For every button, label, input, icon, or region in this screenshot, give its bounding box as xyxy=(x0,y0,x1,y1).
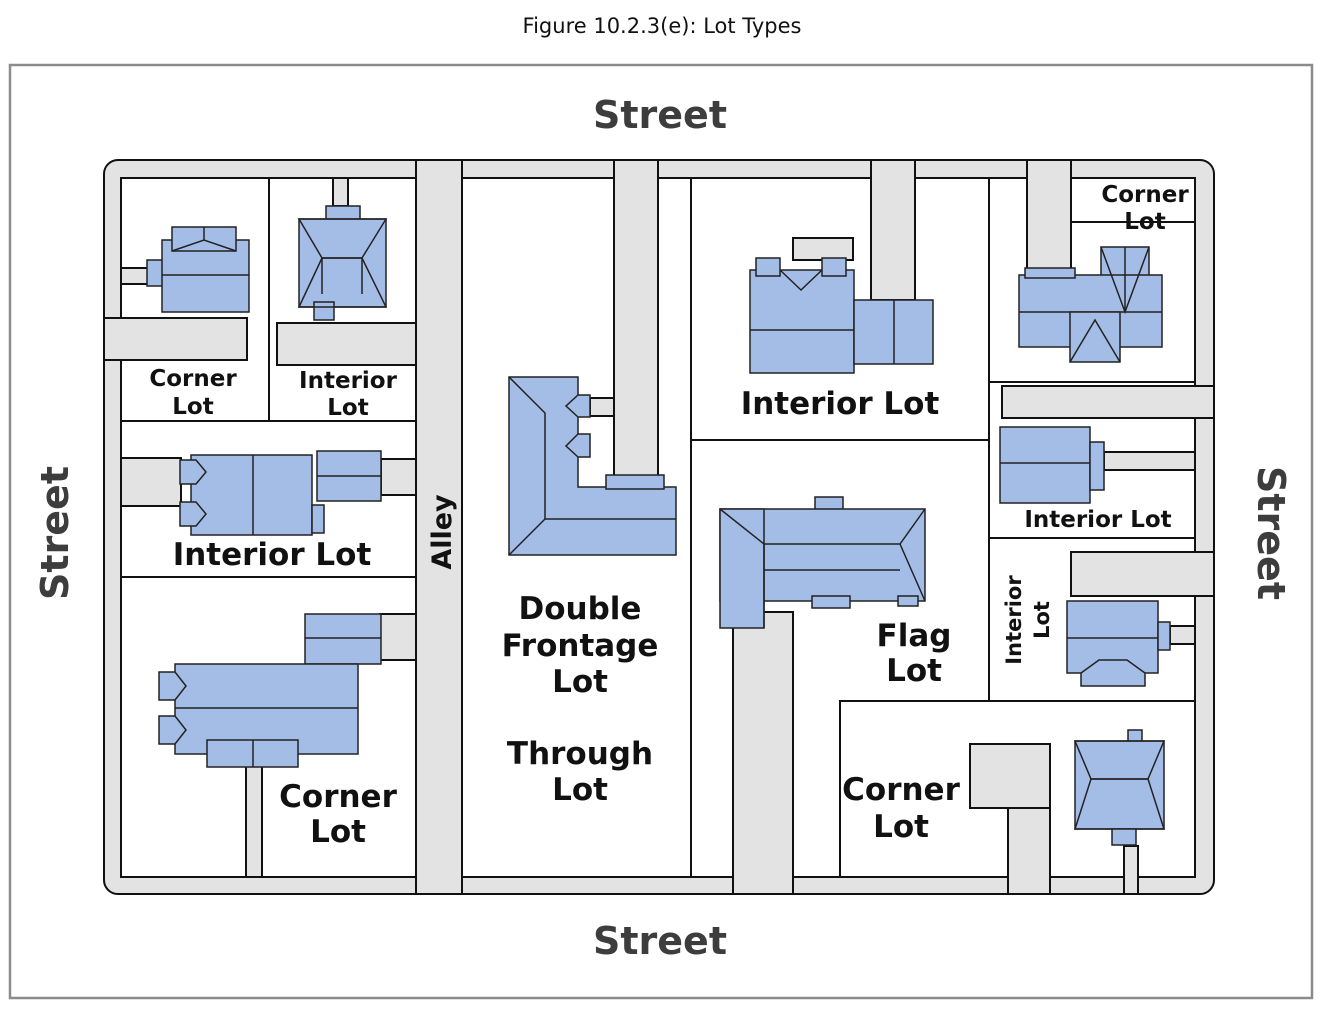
walk-se-corner xyxy=(1123,845,1139,895)
walk-w-interior xyxy=(120,457,182,507)
driveway-se-corner xyxy=(969,743,1051,809)
ne-corner-notch xyxy=(1070,178,1195,223)
label-w-interior: Interior Lot xyxy=(173,537,372,573)
street-label-left: Street xyxy=(33,466,77,600)
driveway-nw-interior xyxy=(276,322,417,366)
label-sw-corner-2: Lot xyxy=(310,814,366,850)
driveway-ne-corner xyxy=(1026,159,1072,271)
lot-labels: Corner Lot Interior Lot Interior Lot Cor… xyxy=(149,182,1189,850)
walk-n-interior xyxy=(792,237,854,261)
driveway-double-frontage xyxy=(613,159,659,481)
label-e-interior-rotated-1: Interior xyxy=(1002,575,1026,665)
houses xyxy=(146,205,1171,846)
alley-label: Alley xyxy=(427,494,458,570)
label-nw-corner-2: Lot xyxy=(172,394,213,420)
label-se-corner-2: Lot xyxy=(873,809,929,845)
driveway-sw-corner xyxy=(379,613,417,661)
house-nw-corner xyxy=(146,226,250,313)
street-label-top: Street xyxy=(593,93,727,137)
driveway-w-interior xyxy=(380,458,417,496)
label-se-corner-1: Corner xyxy=(842,772,960,808)
driveway-n-interior xyxy=(870,159,916,301)
label-nw-interior-2: Lot xyxy=(327,395,368,421)
label-sw-corner-1: Corner xyxy=(279,779,397,815)
house-sw-corner xyxy=(158,613,382,768)
driveway-e-interior-rotated xyxy=(1070,551,1215,597)
label-double-frontage-2: Frontage xyxy=(502,628,659,664)
label-e-interior-rotated-2: Lot xyxy=(1030,601,1054,639)
label-flag-1: Flag xyxy=(877,618,952,654)
flag-pole-driveway xyxy=(732,611,794,895)
driveway-e-interior xyxy=(1001,385,1215,419)
house-se-corner xyxy=(1073,729,1166,846)
driveway-se-corner-down xyxy=(1007,807,1051,895)
driveway-nw-corner xyxy=(103,317,248,361)
label-through-1: Through xyxy=(507,736,653,772)
label-nw-corner-1: Corner xyxy=(149,366,237,392)
street-label-bottom: Street xyxy=(593,919,727,963)
label-double-frontage-3: Lot xyxy=(552,664,608,700)
label-n-interior: Interior Lot xyxy=(741,386,940,422)
walk-double-frontage xyxy=(589,397,615,417)
house-n-interior xyxy=(749,257,934,374)
house-e-interior xyxy=(999,426,1105,504)
label-nw-interior-1: Interior xyxy=(299,368,398,394)
house-ne-corner xyxy=(1018,246,1163,363)
label-e-interior: Interior Lot xyxy=(1024,507,1171,533)
walk-e-interior xyxy=(1103,451,1196,471)
figure-title: Figure 10.2.3(e): Lot Types xyxy=(522,14,802,38)
house-w-interior xyxy=(179,450,382,536)
label-ne-corner-1: Corner xyxy=(1101,182,1189,208)
label-flag-2: Lot xyxy=(886,653,942,689)
walk-e-interior-rotated xyxy=(1169,625,1196,645)
label-through-2: Lot xyxy=(552,772,608,808)
house-e-interior-rotated xyxy=(1066,600,1171,687)
driveways xyxy=(103,159,1215,895)
walk-nw-interior xyxy=(332,177,349,207)
walk-sw-corner xyxy=(245,765,263,878)
label-ne-corner-2: Lot xyxy=(1124,209,1165,235)
street-label-right: Street xyxy=(1249,466,1293,600)
alley-strip xyxy=(415,159,463,895)
house-flag xyxy=(719,496,926,629)
house-double-frontage xyxy=(508,376,677,556)
house-nw-interior xyxy=(297,205,388,321)
label-double-frontage-1: Double xyxy=(519,591,642,627)
